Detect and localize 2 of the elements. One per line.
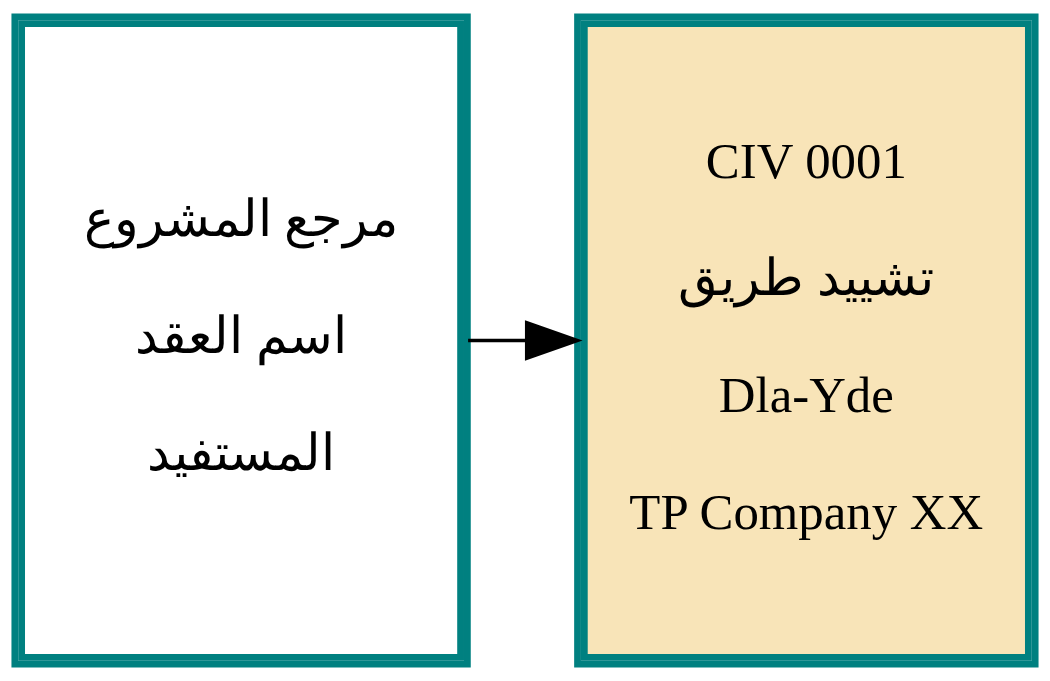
node-box: مرجع المشروع اسم العقد المستفيد xyxy=(11,13,471,668)
arrow xyxy=(468,320,583,361)
